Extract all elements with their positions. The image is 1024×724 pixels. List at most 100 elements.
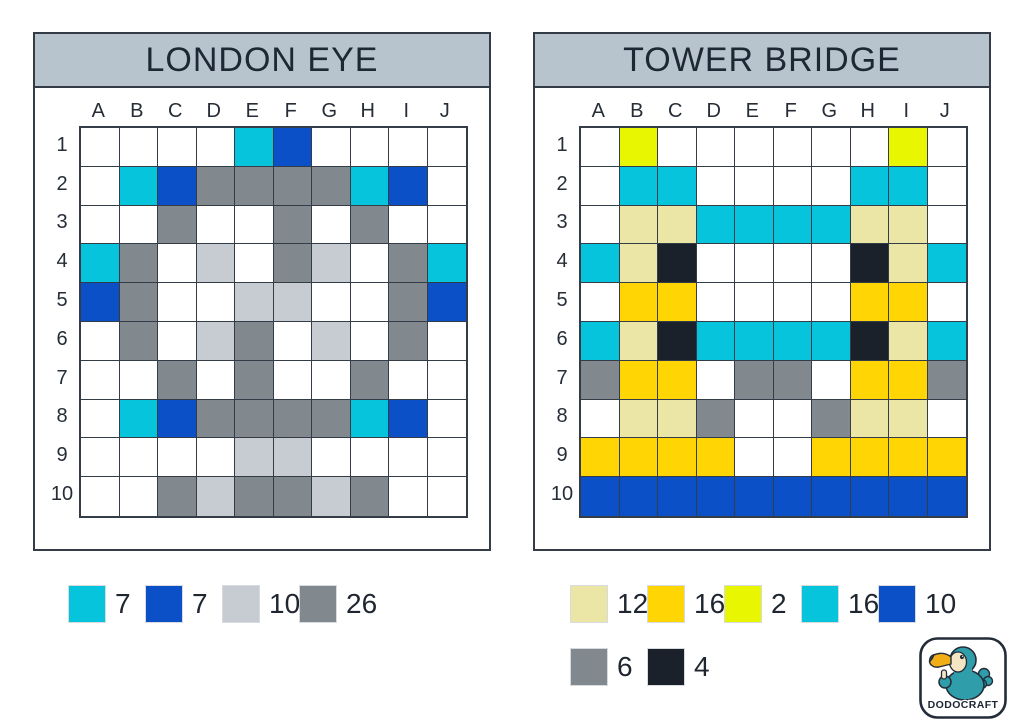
cell-C3	[658, 205, 697, 245]
cell-I5	[889, 283, 928, 322]
cell-I9	[389, 438, 428, 478]
row-label-7: 7	[56, 366, 68, 389]
cell-E6	[235, 321, 274, 361]
col-label-C: C	[668, 100, 683, 122]
cell-C8	[658, 399, 697, 439]
cell-E9	[235, 438, 274, 478]
cell-A10	[81, 477, 120, 516]
cell-A1	[581, 128, 620, 167]
cell-B5	[619, 283, 658, 322]
col-label-E: E	[745, 100, 759, 122]
col-label-D: D	[206, 100, 221, 122]
legend-item-bl: 10	[878, 585, 957, 623]
cell-D2	[696, 166, 735, 206]
row-label-4: 4	[56, 250, 68, 273]
cell-G2	[812, 166, 851, 206]
cell-E2	[735, 166, 774, 206]
cell-H2	[350, 166, 389, 206]
cell-I10	[889, 477, 928, 516]
cell-A3	[81, 205, 120, 245]
cell-F1	[273, 128, 312, 167]
legend-item-lg: 10	[222, 585, 300, 623]
row-label-10: 10	[50, 483, 74, 506]
row-label-2: 2	[556, 172, 568, 195]
cell-B10	[619, 477, 658, 516]
cell-A6	[581, 321, 620, 361]
cell-G10	[312, 477, 351, 516]
cell-C1	[158, 128, 197, 167]
row-label-6: 6	[56, 327, 68, 350]
legend-count: 10	[925, 588, 957, 619]
cell-A8	[581, 399, 620, 439]
cell-G3	[812, 205, 851, 245]
cell-H8	[350, 399, 389, 439]
legend-swatch-lg	[222, 585, 260, 623]
cell-H5	[850, 283, 889, 322]
cell-E1	[735, 128, 774, 167]
col-label-C: C	[168, 100, 183, 122]
cell-G10	[812, 477, 851, 516]
cell-A3	[581, 205, 620, 245]
cell-J1	[927, 128, 966, 167]
row-label-10: 10	[550, 483, 574, 506]
cell-B6	[619, 321, 658, 361]
cell-J2	[427, 166, 466, 206]
cell-B4	[619, 244, 658, 284]
cell-D9	[696, 438, 735, 478]
cell-C4	[158, 244, 197, 284]
cell-G7	[812, 360, 851, 400]
col-label-B: B	[630, 100, 644, 122]
cell-G6	[812, 321, 851, 361]
cell-G6	[312, 321, 351, 361]
cell-B5	[119, 283, 158, 322]
legend-item-ye: 2	[724, 585, 801, 623]
cell-F10	[273, 477, 312, 516]
legend-swatch-bl	[878, 585, 916, 623]
cell-J10	[427, 477, 466, 516]
cell-H9	[850, 438, 889, 478]
cell-E1	[235, 128, 274, 167]
cell-E6	[735, 321, 774, 361]
cell-J10	[927, 477, 966, 516]
col-label-G: G	[821, 100, 838, 122]
row-label-1: 1	[56, 133, 68, 156]
cell-B7	[619, 360, 658, 400]
cell-J5	[427, 283, 466, 322]
legend-count: 2	[771, 588, 787, 619]
cell-A7	[81, 360, 120, 400]
legend-item-cy: 7	[68, 585, 145, 623]
cell-F9	[273, 438, 312, 478]
cell-D6	[196, 321, 235, 361]
cell-G9	[312, 438, 351, 478]
cell-G9	[812, 438, 851, 478]
cell-I8	[389, 399, 428, 439]
col-label-I: I	[903, 100, 910, 122]
cell-E3	[735, 205, 774, 245]
cell-A4	[581, 244, 620, 284]
legend-swatch-ye	[724, 585, 762, 623]
legend-item-cr: 12	[570, 585, 648, 623]
dodo-bird-icon	[928, 646, 994, 701]
col-label-A: A	[91, 100, 105, 122]
cell-F4	[773, 244, 812, 284]
col-label-F: F	[784, 100, 797, 122]
cell-H5	[350, 283, 389, 322]
cell-E7	[735, 360, 774, 400]
col-label-E: E	[245, 100, 259, 122]
legend-swatch-cy	[68, 585, 106, 623]
cell-J9	[427, 438, 466, 478]
cell-E10	[235, 477, 274, 516]
cell-E10	[735, 477, 774, 516]
cell-B1	[119, 128, 158, 167]
cell-E5	[735, 283, 774, 322]
col-label-H: H	[360, 100, 375, 122]
cell-B10	[119, 477, 158, 516]
cell-E7	[235, 360, 274, 400]
legend-count: 7	[192, 588, 208, 619]
cell-D8	[196, 399, 235, 439]
legend-item-gr: 6	[570, 648, 647, 686]
